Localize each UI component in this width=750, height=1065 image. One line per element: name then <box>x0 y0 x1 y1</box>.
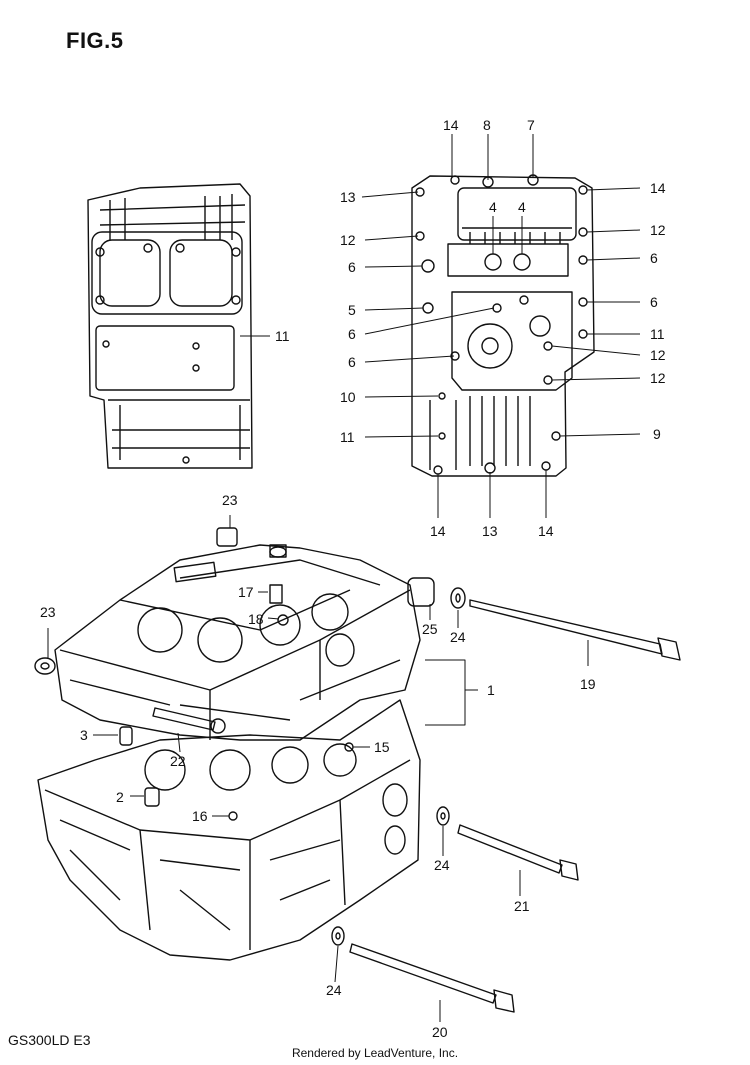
callout-1: 1 <box>487 682 495 698</box>
callout-6: 6 <box>348 326 356 342</box>
callout-20: 20 <box>432 1024 448 1040</box>
callout-14: 14 <box>538 523 554 539</box>
lower-crankcase <box>37 699 421 961</box>
render-credit: Rendered by LeadVenture, Inc. <box>291 1046 459 1060</box>
callout-16: 16 <box>192 808 208 824</box>
callout-12: 12 <box>650 370 666 386</box>
callout-14: 14 <box>430 523 446 539</box>
callout-12: 12 <box>650 347 666 363</box>
callout-4: 4 <box>489 199 497 215</box>
upper-crankcase <box>54 544 421 741</box>
callout-25: 25 <box>422 621 438 637</box>
leader-lines <box>47 134 641 1022</box>
callout-6: 6 <box>650 250 658 266</box>
callout-8: 8 <box>483 117 491 133</box>
model-code: GS300LD E3 <box>8 1032 91 1048</box>
callout-6: 6 <box>348 354 356 370</box>
callout-24: 24 <box>326 982 342 998</box>
callout-11: 11 <box>275 328 290 344</box>
callout-12: 12 <box>340 232 356 248</box>
callout-15: 15 <box>374 739 390 755</box>
callout-9: 9 <box>653 426 661 442</box>
callout-21: 21 <box>514 898 530 914</box>
callout-3: 3 <box>80 727 88 743</box>
callout-22: 22 <box>170 753 186 769</box>
callout-7: 7 <box>527 117 535 133</box>
callout-17: 17 <box>238 584 254 600</box>
callout-5: 5 <box>348 302 356 318</box>
callout-14: 14 <box>650 180 666 196</box>
callout-11: 11 <box>650 326 665 342</box>
lower-case-underside-view <box>411 174 595 477</box>
callout-6: 6 <box>650 294 658 310</box>
lower-case-bottom-view <box>87 183 253 469</box>
callout-11: 11 <box>340 429 355 445</box>
small-parts <box>34 527 681 1013</box>
callout-19: 19 <box>580 676 596 692</box>
callout-13: 13 <box>482 523 498 539</box>
callout-24: 24 <box>434 857 450 873</box>
callout-4: 4 <box>518 199 526 215</box>
callout-14: 14 <box>443 117 459 133</box>
callout-23: 23 <box>222 492 238 508</box>
callout-2: 2 <box>116 789 124 805</box>
callout-18: 18 <box>248 611 264 627</box>
callout-13: 13 <box>340 189 356 205</box>
callout-23: 23 <box>40 604 56 620</box>
figure-title: FIG.5 <box>66 28 124 53</box>
callout-10: 10 <box>340 389 356 405</box>
callout-6: 6 <box>348 259 356 275</box>
callout-labels: 14 8 7 13 14 4 4 12 12 6 6 5 6 11 11 6 6… <box>40 117 666 1040</box>
callout-24: 24 <box>450 629 466 645</box>
callout-12: 12 <box>650 222 666 238</box>
